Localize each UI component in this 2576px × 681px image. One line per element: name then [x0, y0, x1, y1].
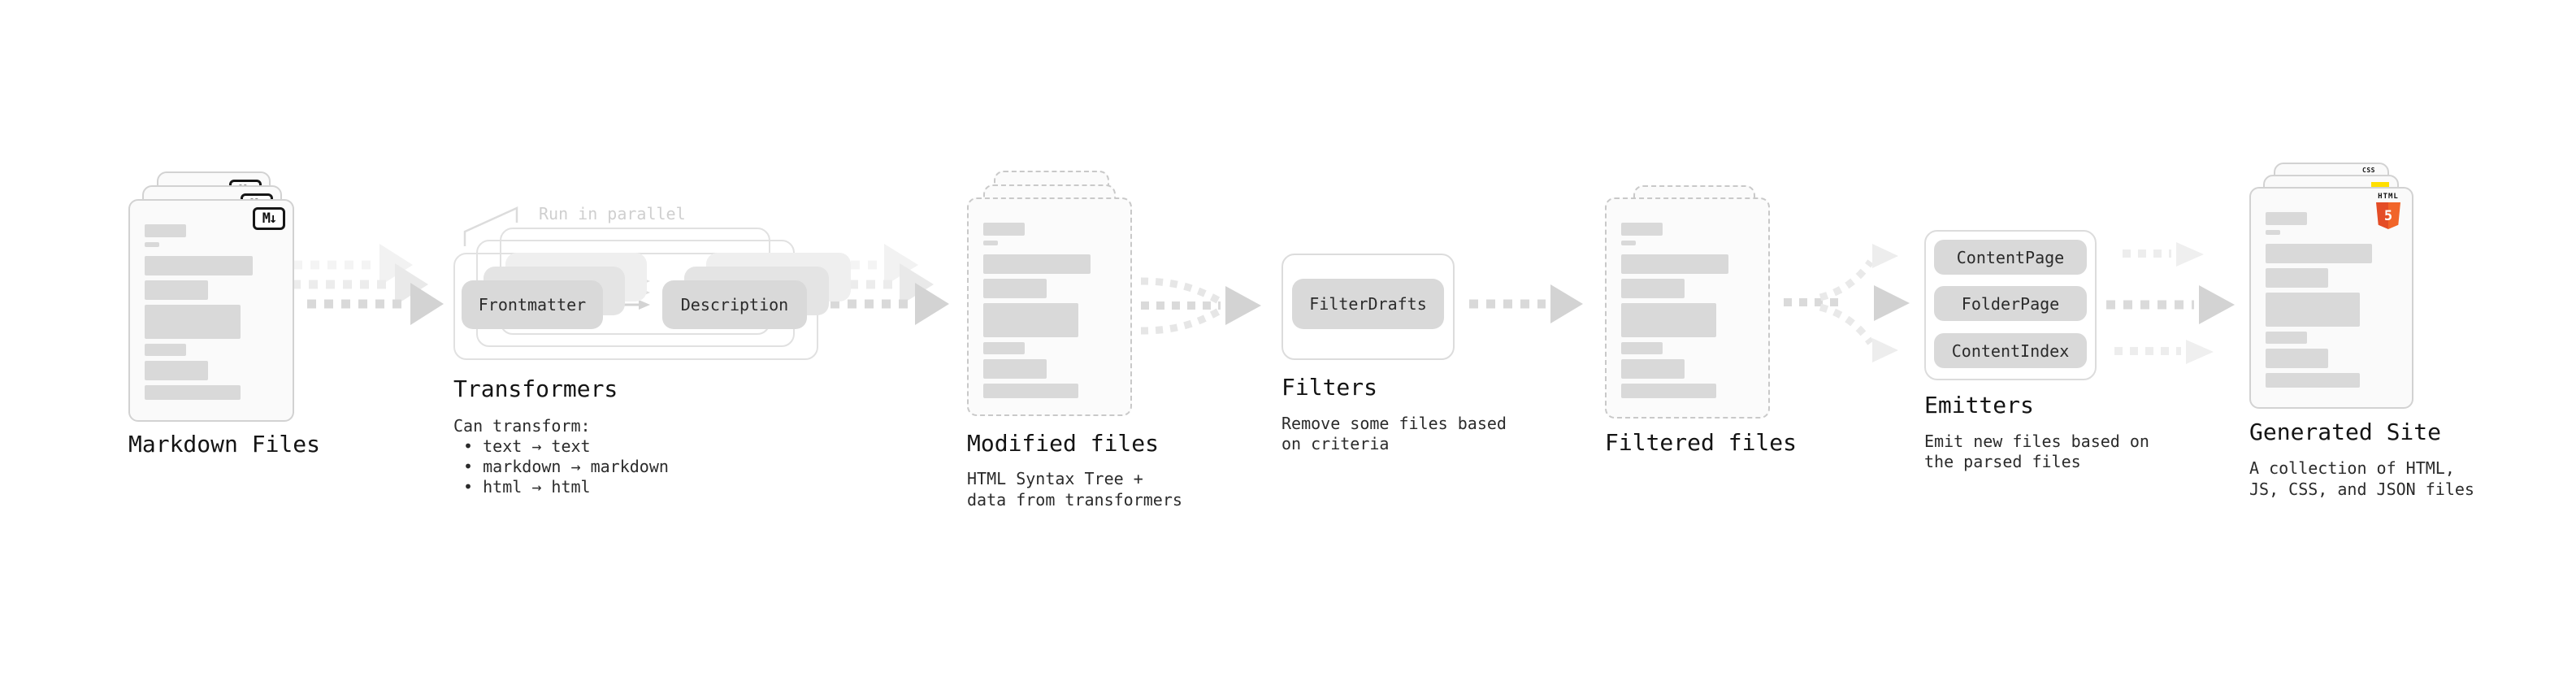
- run-in-parallel-annotation: Run in parallel: [539, 204, 686, 223]
- run-in-parallel-callout-line: [463, 206, 518, 246]
- content-line: [983, 241, 999, 245]
- modified-files-description: HTML Syntax Tree + data from transformer…: [967, 469, 1182, 510]
- filter-pill-filterdrafts: FilterDrafts: [1292, 279, 1444, 329]
- content-line: [1621, 384, 1717, 398]
- modified-file-card-front: [967, 197, 1132, 416]
- content-line: [983, 359, 1047, 379]
- document-content-lines: [145, 201, 280, 420]
- arrow-markdown-to-transformers: [276, 244, 444, 325]
- emitter-pill-contentindex: ContentIndex: [1934, 333, 2087, 368]
- filters-description: Remove some files based on criteria: [1281, 414, 1507, 453]
- generated-site-title: Generated Site: [2249, 419, 2442, 445]
- modified-files-title: Modified files: [967, 430, 1160, 457]
- transformers-title: Transformers: [453, 375, 618, 402]
- content-line: [145, 305, 241, 339]
- content-line: [983, 223, 1026, 236]
- content-line: [983, 384, 1079, 398]
- markdown-file-card-front: M↓: [128, 199, 294, 422]
- content-line: [2266, 268, 2329, 288]
- content-line: [1621, 223, 1663, 236]
- content-line: [2266, 230, 2281, 235]
- document-content-lines: [1621, 199, 1755, 417]
- markdown-icon: M↓: [253, 207, 285, 230]
- content-line: [2266, 293, 2361, 327]
- html5-number: 5: [2383, 207, 2393, 224]
- content-line: [1621, 241, 1637, 245]
- transformer-pill-description: Description: [662, 280, 807, 329]
- arrow-modified-to-filters-merge: [1140, 277, 1261, 335]
- transformer-pill-frontmatter: Frontmatter: [462, 280, 603, 329]
- content-line: [145, 344, 187, 356]
- generated-file-card-html: HTML 5: [2249, 187, 2413, 409]
- transformers-description: Can transform: • text → text • markdown …: [453, 416, 669, 497]
- content-line: [2266, 332, 2307, 344]
- content-line: [1621, 359, 1685, 379]
- arrow-emitters-to-generated: [2106, 242, 2235, 364]
- content-line: [145, 385, 241, 400]
- filters-title: Filters: [1281, 374, 1378, 401]
- arrow-filters-to-filtered: [1469, 284, 1583, 323]
- content-line: [983, 342, 1026, 354]
- content-line: [983, 279, 1047, 298]
- filtered-file-card-front: [1605, 197, 1770, 419]
- content-line: [1621, 342, 1663, 354]
- content-line: [983, 254, 1091, 274]
- emitters-description: Emit new files based on the parsed files: [1924, 432, 2149, 471]
- html5-icon: HTML 5: [2374, 193, 2402, 229]
- content-line: [2266, 349, 2329, 368]
- content-line: [2266, 373, 2361, 388]
- content-line: [2266, 244, 2373, 263]
- html5-shield: 5: [2376, 202, 2400, 229]
- filtered-files-title: Filtered files: [1605, 429, 1798, 456]
- content-line: [1621, 279, 1685, 298]
- html5-icon-label: HTML: [2378, 193, 2399, 201]
- emitter-pill-contentpage: ContentPage: [1934, 240, 2087, 275]
- content-line: [2266, 212, 2307, 225]
- emitter-pill-folderpage: FolderPage: [1934, 286, 2087, 321]
- content-line: [145, 242, 160, 247]
- arrow-filtered-to-emitters-fanout: [1784, 244, 1910, 362]
- content-line: [145, 280, 209, 300]
- content-line: [145, 224, 187, 237]
- document-content-lines: [983, 199, 1117, 414]
- content-line: [983, 303, 1079, 337]
- content-line: [145, 361, 209, 380]
- generated-site-description: A collection of HTML, JS, CSS, and JSON …: [2249, 458, 2474, 499]
- markdown-files-title: Markdown Files: [128, 431, 321, 458]
- content-line: [145, 256, 253, 275]
- content-line: [1621, 254, 1728, 274]
- content-line: [1621, 303, 1717, 337]
- document-content-lines: [2266, 189, 2399, 407]
- emitters-title: Emitters: [1924, 392, 2034, 419]
- css-icon-label: CSS: [2362, 167, 2375, 174]
